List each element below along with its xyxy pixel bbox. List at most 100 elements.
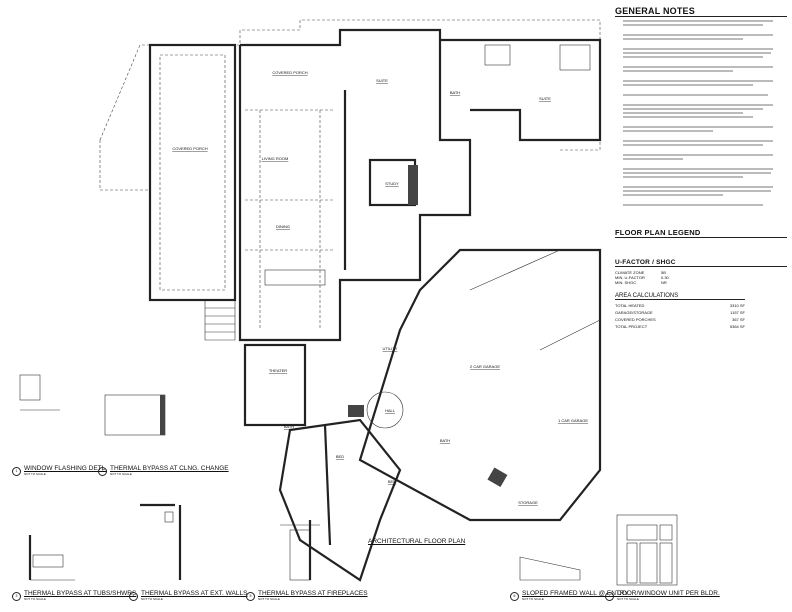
room-suite: SUITE bbox=[376, 78, 388, 83]
closet bbox=[484, 44, 511, 66]
area-row: GARAGE/STORAGE 1157 SF bbox=[615, 309, 745, 316]
u-factor-value: 0.30 bbox=[661, 275, 669, 280]
detail-marker: 6 bbox=[510, 591, 519, 601]
kitchen-island bbox=[264, 269, 326, 286]
porch-stairs bbox=[204, 300, 236, 341]
left-porch-inner bbox=[159, 54, 226, 291]
detail-title-text: THERMAL BYPASS AT FIREPLACES bbox=[258, 590, 368, 597]
detail-scale: NOT TO SCALE bbox=[24, 597, 46, 601]
room-utility: UTILITY bbox=[383, 346, 398, 351]
room-bath: BATH bbox=[450, 90, 460, 95]
entry-hall-curve bbox=[366, 391, 404, 429]
detail-scale: NOT TO SCALE bbox=[110, 472, 132, 476]
detail-title-text: SLOPED FRAMED WALL @ ENTRY bbox=[522, 590, 629, 597]
area-value: 5364 SF bbox=[729, 324, 745, 329]
room-storage: STORAGE bbox=[518, 500, 538, 505]
room-suite-2: SUITE bbox=[539, 96, 551, 101]
stair-hatch bbox=[487, 467, 508, 488]
area-label: TOTAL PROJECT bbox=[615, 324, 648, 329]
room-2-car-garage: 2 CAR GARAGE bbox=[470, 364, 500, 369]
detail-marker: 3 bbox=[12, 591, 21, 601]
ufactor-title: U-FACTOR / SHGC bbox=[615, 259, 787, 267]
bedroom-wall bbox=[323, 424, 332, 546]
fireplace-2 bbox=[348, 405, 364, 417]
detail-3-sketch bbox=[28, 535, 75, 581]
detail-title-text: DOOR/WINDOW UNIT PER BLDR. bbox=[617, 590, 720, 597]
floor-plan-legend: FLOOR PLAN LEGEND U-FACTOR / SHGC CLIMAT… bbox=[615, 228, 787, 330]
detail-marker: 5 bbox=[246, 591, 255, 601]
area-calculations: AREA CALCULATIONS TOTAL HEATED 3310 SF GA… bbox=[615, 293, 745, 330]
detail-marker: 4 bbox=[129, 591, 138, 601]
detail-title-text: WINDOW FLASHING DETL. bbox=[24, 465, 108, 472]
u-factor-label: MIN. U-FACTOR bbox=[615, 275, 645, 280]
area-row: COVERED PORCHES 367 SF bbox=[615, 316, 745, 323]
area-title: AREA CALCULATIONS bbox=[615, 293, 745, 300]
main-house-walls bbox=[238, 28, 472, 342]
detail-title-text: THERMAL BYPASS AT CLNG. CHANGE bbox=[110, 465, 229, 472]
room-dining: DINING bbox=[276, 224, 290, 229]
left-roof-edge bbox=[99, 140, 150, 191]
climate-zone-value: 5B bbox=[661, 270, 666, 275]
stairs bbox=[205, 307, 235, 333]
detail-5-sketch bbox=[280, 520, 320, 581]
detail-scale: NOT TO SCALE bbox=[141, 597, 163, 601]
area-value: 3310 SF bbox=[729, 303, 745, 308]
room-living: LIVING ROOM bbox=[262, 156, 289, 161]
climate-zone-row: CLIMATE ZONE 5B bbox=[615, 270, 787, 275]
left-porch-wall bbox=[148, 43, 237, 302]
room-1-car-garage: 1 CAR GARAGE bbox=[558, 418, 588, 423]
lower-wing-walls bbox=[278, 418, 402, 582]
area-label: COVERED PORCHES bbox=[615, 317, 656, 322]
detail-title-text: THERMAL BYPASS AT TUBS/SHWRS bbox=[24, 590, 137, 597]
detail-title-1: 1 WINDOW FLASHING DETL.NOT TO SCALE bbox=[12, 465, 108, 476]
garage-walls bbox=[358, 248, 602, 522]
detail-scale: NOT TO SCALE bbox=[258, 597, 280, 601]
detail-scale: NOT TO SCALE bbox=[24, 472, 46, 476]
legend-title: FLOOR PLAN LEGEND bbox=[615, 228, 787, 238]
detail-marker: 7 bbox=[605, 591, 614, 601]
detail-1-window bbox=[19, 374, 41, 401]
detail-marker: 2 bbox=[98, 466, 107, 476]
room-theater: THEATER bbox=[269, 368, 287, 373]
area-row: TOTAL HEATED 3310 SF bbox=[615, 302, 745, 309]
garage-door bbox=[469, 249, 561, 291]
u-factor-row: MIN. U-FACTOR 0.30 bbox=[615, 275, 787, 280]
room-covered-porch-left: COVERED PORCH bbox=[172, 146, 207, 151]
area-label: GARAGE/STORAGE bbox=[615, 310, 653, 315]
detail-2-sketch bbox=[104, 394, 166, 436]
detail-title-text: THERMAL BYPASS AT EXT. WALLS bbox=[141, 590, 248, 597]
theater-walls bbox=[243, 343, 307, 427]
climate-zone-label: CLIMATE ZONE bbox=[615, 270, 645, 275]
room-covered-porch: COVERED PORCH bbox=[272, 70, 307, 75]
detail-marker: 1 bbox=[12, 466, 21, 476]
detail-title-7: 7 DOOR/WINDOW UNIT PER BLDR.NOT TO SCALE bbox=[605, 590, 720, 601]
closet bbox=[559, 44, 591, 71]
area-label: TOTAL HEATED bbox=[615, 303, 645, 308]
area-value: 1157 SF bbox=[730, 310, 745, 315]
detail-scale: NOT TO SCALE bbox=[617, 597, 639, 601]
plan-title: ARCHITECTURAL FLOOR PLAN bbox=[368, 538, 466, 545]
general-notes: GENERAL NOTES bbox=[615, 6, 787, 206]
room-hall: HALL bbox=[385, 408, 396, 413]
room-bed-1: BED bbox=[336, 454, 344, 459]
fireplace bbox=[408, 165, 418, 205]
room-bath-2: BATH bbox=[284, 424, 294, 429]
general-notes-title: GENERAL NOTES bbox=[615, 6, 787, 17]
shgc-label: MIN. SHGC bbox=[615, 280, 637, 285]
notes-body bbox=[615, 20, 787, 206]
detail-7-door-window bbox=[616, 514, 678, 586]
room-bed-2: BED bbox=[388, 479, 396, 484]
upper-wing-walls bbox=[440, 38, 602, 142]
room-bath-3: BATH bbox=[440, 438, 450, 443]
area-row: TOTAL PROJECT 5364 SF bbox=[615, 323, 745, 330]
area-value: 367 SF bbox=[732, 317, 745, 322]
detail-4-sketch bbox=[140, 503, 182, 580]
detail-6-sketch bbox=[519, 556, 581, 581]
detail-scale: NOT TO SCALE bbox=[522, 597, 544, 601]
room-study: STUDY bbox=[385, 181, 399, 186]
